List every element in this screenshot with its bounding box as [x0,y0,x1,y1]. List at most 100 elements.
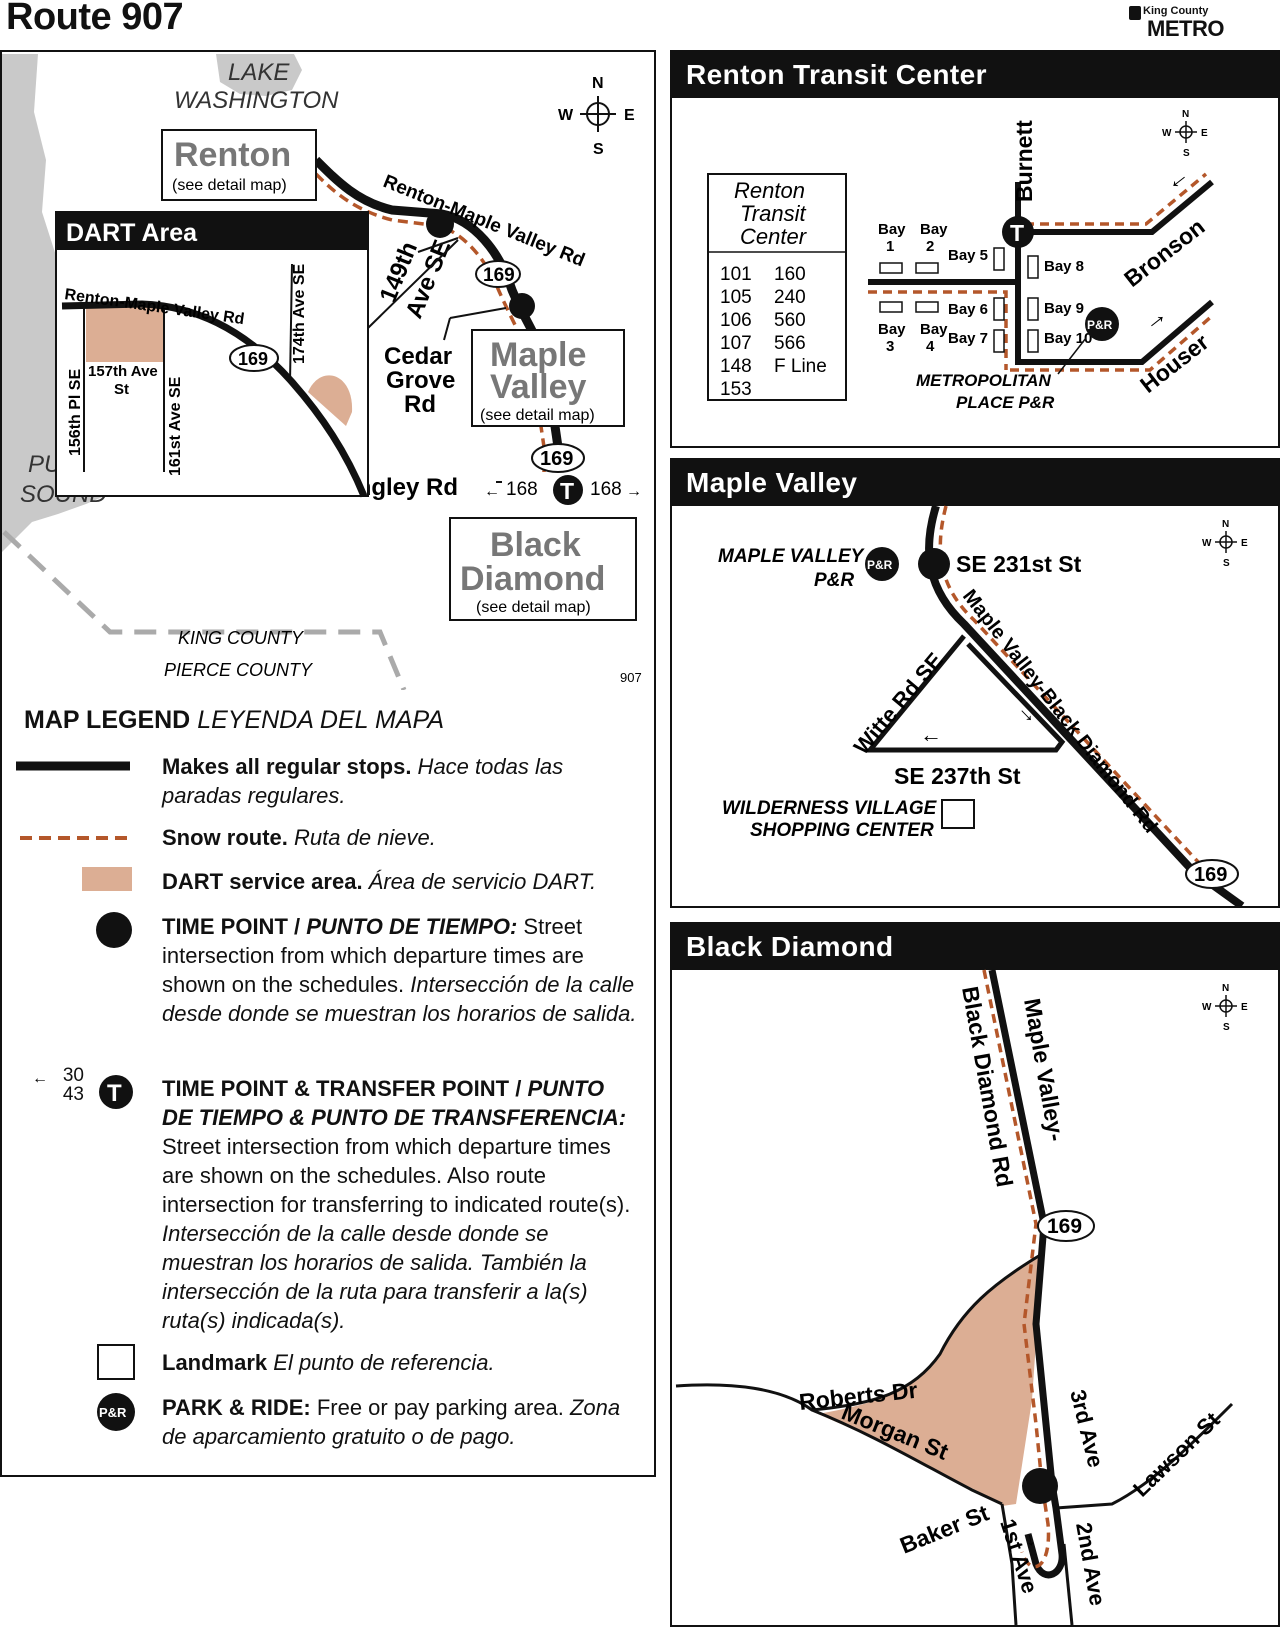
legend-transfer-routes: 30 43 [58,1066,84,1104]
compass-w: W [558,107,574,124]
wilderness-landmark-icon [941,799,975,829]
svg-text:P&R: P&R [867,558,893,572]
burnett-road [1015,182,1214,365]
witte-road [864,634,1066,753]
bronson-road [1018,179,1214,235]
black-label-1: Black [490,526,581,564]
compass-icon-bd: N S W E [1202,983,1248,1033]
legend-transfer-icon: T [99,1075,133,1109]
route-168-west: 168 [506,479,538,500]
ave2-label: 2nd Ave [1071,1521,1110,1608]
legend-dart-icon [82,867,132,891]
ave149-pointer [417,237,459,253]
lake-washington [216,54,302,96]
county-line [2,530,407,691]
rtc-route-list: 101 160 105 240 106 560 107 566 148 F Li… [720,264,827,400]
baker-label: Baker St [896,1499,993,1558]
renton-transfer-point: T [1002,216,1034,248]
mvbd-label: Maple Valley-Black Diamond Rd [958,586,1161,838]
time-point-231st [918,548,950,580]
renton-tc-title: Renton Transit Center [672,52,1278,98]
black-diamond-title: Black Diamond [672,924,1278,970]
svg-text:169: 169 [1047,1215,1082,1238]
rtc-box-title-3: Center [740,224,808,249]
svg-text:N: N [1222,983,1229,994]
svg-text:T: T [1010,220,1024,246]
overview-map-svg: N S W E LAKE WASHINGTON PUGET SOUND Rent… [2,54,642,691]
transfer-point-kangley: T [553,475,583,505]
morgan-road [811,1408,1003,1506]
renton-label: Renton [174,136,291,174]
legend-transfer-arrow: ← [32,1070,48,1087]
overview-map: N S W E LAKE WASHINGTON PUGET SOUND Rent… [0,50,656,694]
pierce-county-label: PIERCE COUNTY [164,660,314,680]
s231-label: SE 231st St [956,551,1082,577]
svg-text:Bay 6: Bay 6 [948,301,988,318]
pr-label-2: PLACE P&R [956,393,1055,412]
svg-text:E: E [1201,128,1208,139]
legend-item-snow-route: Snow route. Ruta de nieve. [162,825,436,850]
legend-route-30: 30 [62,1065,84,1086]
svg-text:E: E [1241,538,1248,549]
svg-text:Bay: Bay [920,321,948,338]
svg-text:Bay 5: Bay 5 [948,247,988,264]
mv-pr-label-2: P&R [814,570,854,591]
svg-text:Bay 9: Bay 9 [1044,300,1084,317]
pr-label-1: METROPOLITAN [916,371,1051,390]
svg-text:S: S [1223,558,1230,569]
page-title: Route 907 [6,0,184,38]
svg-text:1: 1 [886,238,894,255]
maple-label-1: Maple [490,336,586,374]
svg-text:101: 101 [720,264,752,285]
mv-route-169-shield: 169 [1185,859,1239,889]
bay-labels: Bay 1 Bay 2 Bay 5 Bay 8 Bay 3 Bay 4 Bay … [878,221,1092,355]
s237-label: SE 237th St [894,763,1021,789]
svg-text:169: 169 [1194,864,1227,886]
svg-text:153: 153 [720,379,752,400]
baker-road [1000,1503,1018,1625]
maple-valley-svg: ← → N S W E P&R MAPLE VALLEY P&R SE 231s… [718,504,1248,906]
svg-text:Bay 8: Bay 8 [1044,258,1084,275]
black-label-2: Diamond [460,560,605,598]
svg-text:107: 107 [720,333,752,354]
time-point-cedar-grove [509,293,535,319]
legend-item-time-point: TIME POINT / PUNTO DE TIEMPO: Street int… [162,914,637,1026]
maple-valley-title: Maple Valley [672,460,1278,506]
renton-box [161,129,317,201]
dart-pointer [367,239,459,329]
legend-item-landmark: Landmark El punto de referencia. [162,1350,495,1375]
legend-title: MAP LEGEND LEYENDA DEL MAPA [24,706,445,734]
svg-text:T: T [107,1080,122,1107]
compass-n: N [592,75,604,92]
svg-text:106: 106 [720,310,752,331]
svg-text:Bay: Bay [920,221,948,238]
svg-text:W: W [1202,1002,1212,1013]
kangley-east-arrow: → [626,483,642,500]
rtc-routes-box [707,173,847,401]
svg-text:E: E [1241,1002,1248,1013]
logo-line-1: King County [1143,5,1209,17]
legend-time-point-icon [96,912,132,948]
svg-text:160: 160 [774,264,806,285]
svg-text:W: W [1202,538,1212,549]
lawson-label: Lawson St [1128,1407,1225,1502]
legend-item-regular-stops: Makes all regular stops. Hace todas las … [162,754,564,808]
dart-156th-label: 156th Pl SE [67,369,84,456]
svg-text:S: S [1223,1022,1230,1033]
houser-label: Houser [1135,329,1213,398]
dart-inset: DART Area Renton-Maple Valley Rd 156th P… [55,211,369,498]
maple-label-2: Valley [490,368,587,406]
svg-text:566: 566 [774,333,806,354]
bd-snow-route [982,969,1051,1569]
svg-text:N: N [1182,109,1189,120]
svg-text:T: T [560,478,574,504]
rtc-box-title-2: Transit [740,201,806,226]
svg-text:169: 169 [483,265,515,286]
ave2-road [1062,1543,1074,1625]
compass-icon: N S W E [558,75,635,158]
time-point-black-diamond [1022,1468,1058,1504]
mv-pr-label-1: MAPLE VALLEY [718,546,866,567]
svg-text:Bay 10: Bay 10 [1044,330,1092,347]
compass-e: E [624,107,635,124]
legend-item-transfer-point: TIME POINT & TRANSFER POINT / PUNTO DE T… [162,1076,631,1333]
